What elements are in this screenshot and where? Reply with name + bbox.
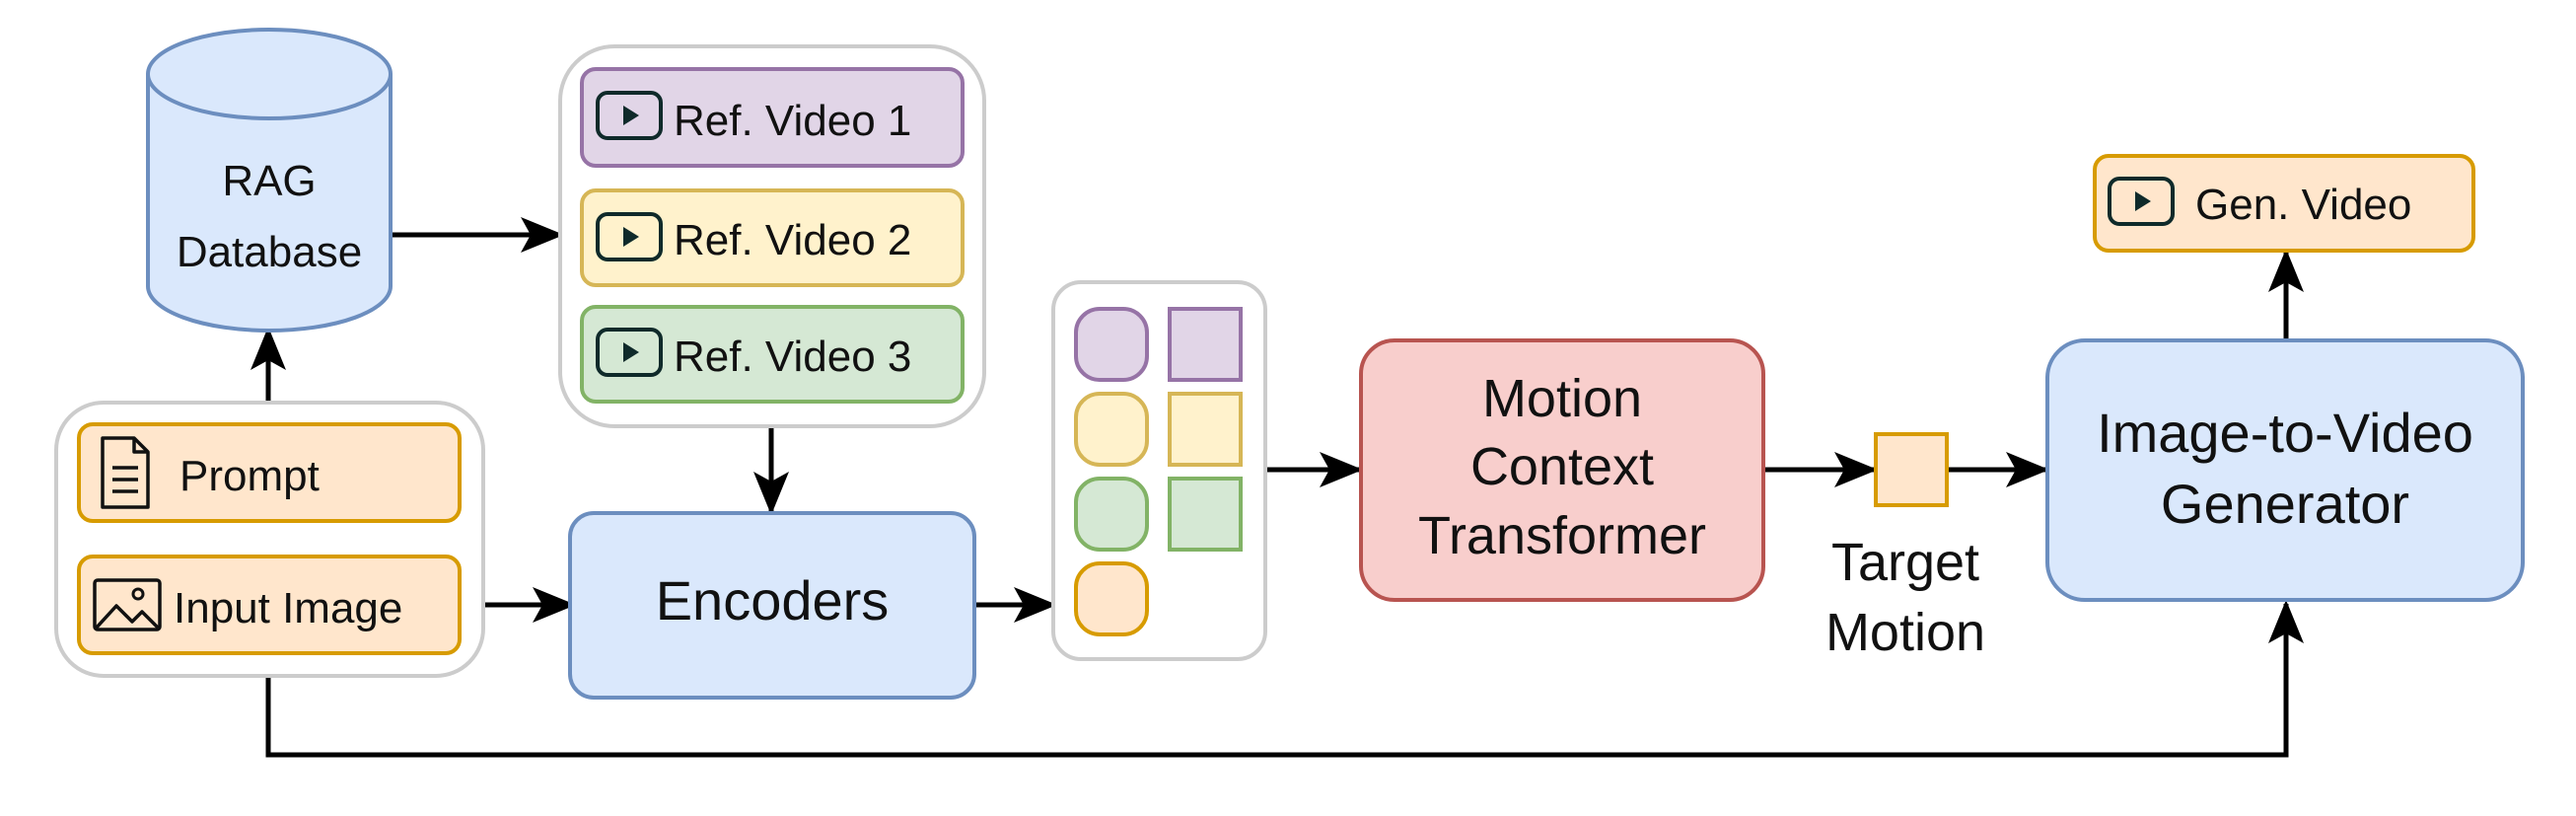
encoders[interactable]: Encoders [568,511,976,700]
reference-video-3-box [580,305,965,404]
database-top [146,28,393,120]
reference-video-2-box [580,188,965,287]
database-label-line1: RAG [222,157,316,205]
output-label: Gen. Video [2195,181,2411,229]
generator-label-line1: Image-to-Video [2097,402,2473,464]
arrow-image-to-generator [265,600,2304,758]
motion-context-transformer[interactable]: Motion Context Transformer [1359,338,1765,602]
transformer-label-line1: Motion [1482,369,1642,428]
inputs-group: Prompt Input Image [54,401,485,678]
encoders-label: Encoders [656,569,890,631]
target-motion-token [1874,432,1949,507]
target-motion-label-line1: Target [1831,533,1979,592]
prompt-box [77,422,462,523]
image-icon [93,578,162,631]
reference-video-3-label: Ref. Video 3 [674,333,911,381]
reference-video-2[interactable]: Ref. Video 2 [580,188,965,287]
transformer-label-line2: Context [1470,437,1654,496]
generated-video-output[interactable]: Gen. Video [2093,154,2475,253]
reference-video-3[interactable]: Ref. Video 3 [580,305,965,404]
image-to-video-generator[interactable]: Image-to-Video Generator [2045,338,2525,602]
reference-video-2-label: Ref. Video 2 [674,216,911,264]
token-round-4 [1074,561,1149,636]
generator-label-line2: Generator [2161,473,2409,535]
prompt-input[interactable]: Prompt [77,422,462,523]
database-label-line2: Database [177,228,362,276]
video-play-icon [596,212,663,261]
reference-video-1-box [580,67,965,168]
token-round-1 [1074,307,1149,382]
input-image-box [77,555,462,655]
target-motion-label-line2: Motion [1825,603,1985,662]
reference-video-1-label: Ref. Video 1 [674,97,911,145]
target-motion: Target Motion [1825,432,1985,662]
token-square-3 [1168,477,1243,552]
video-play-icon [2108,177,2175,226]
document-icon [101,436,150,509]
token-round-2 [1074,392,1149,467]
reference-videos-group: Ref. Video 1 Ref. Video 2 Ref. Video 3 [558,44,986,428]
reference-video-1[interactable]: Ref. Video 1 [580,67,965,168]
prompt-label: Prompt [179,452,320,500]
connectors [250,217,2304,758]
token-square-2 [1168,392,1243,467]
token-square-1 [1168,307,1243,382]
token-round-3 [1074,477,1149,552]
input-image[interactable]: Input Image [77,555,462,655]
transformer-label-line3: Transformer [1418,506,1706,565]
input-image-label: Input Image [174,584,402,632]
output-box [2093,154,2475,253]
rag-database: RAG Database [146,28,393,333]
video-play-icon [596,328,663,377]
database-body [146,74,393,333]
video-play-icon [596,91,663,140]
transformer-box [1359,338,1765,602]
encoders-box [568,511,976,700]
token-features [1051,280,1267,661]
generator-box [2045,338,2525,602]
